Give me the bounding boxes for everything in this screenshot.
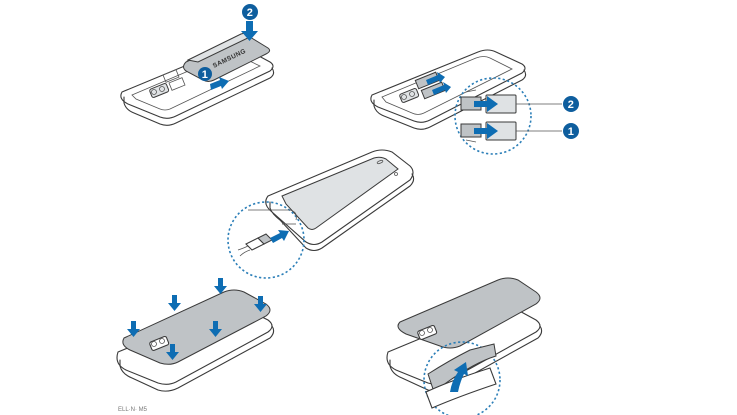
down-arrow-icon: [168, 295, 181, 311]
usb-plug-icon: [237, 233, 273, 257]
svg-text:2: 2: [247, 7, 253, 19]
down-arrow-icon: [214, 278, 227, 294]
phone-screen: [281, 156, 399, 230]
right-arrow-icon: [474, 96, 498, 112]
zoom-detail-ring: [227, 201, 305, 279]
step-badge-1: 1: [198, 67, 212, 81]
up-arrow-icon: [450, 362, 468, 392]
svg-text:1: 1: [568, 126, 574, 138]
svg-text:2: 2: [568, 99, 574, 111]
step-badge-2: 2: [563, 96, 579, 112]
step-badge-1: 1: [563, 123, 579, 139]
down-arrow-icon: [127, 321, 140, 337]
zoom-detail-ring: [454, 77, 532, 155]
camera-cutout: [417, 324, 438, 340]
right-arrow-icon: [474, 123, 498, 139]
zoom-detail-ring: [423, 341, 501, 415]
down-arrow-icon: [241, 21, 258, 41]
back-cover-remove-panel: [386, 277, 543, 415]
sim-install-panel: 2 1: [370, 49, 579, 155]
right-arrow-icon: [210, 77, 229, 90]
down-arrow-icon: [254, 296, 267, 312]
charging-panel: [227, 149, 415, 279]
battery-install-panel: SAMSUNG 2 1: [120, 4, 275, 126]
camera-cutout: [149, 335, 170, 351]
down-arrow-icon: [209, 321, 222, 337]
footer-code: ELL·N· M5: [118, 407, 148, 413]
svg-text:1: 1: [202, 69, 208, 81]
down-arrow-icon: [166, 344, 179, 360]
right-arrow-icon: [270, 230, 289, 243]
step-badge-2: 2: [242, 4, 258, 20]
back-cover-attach-panel: [116, 278, 275, 392]
